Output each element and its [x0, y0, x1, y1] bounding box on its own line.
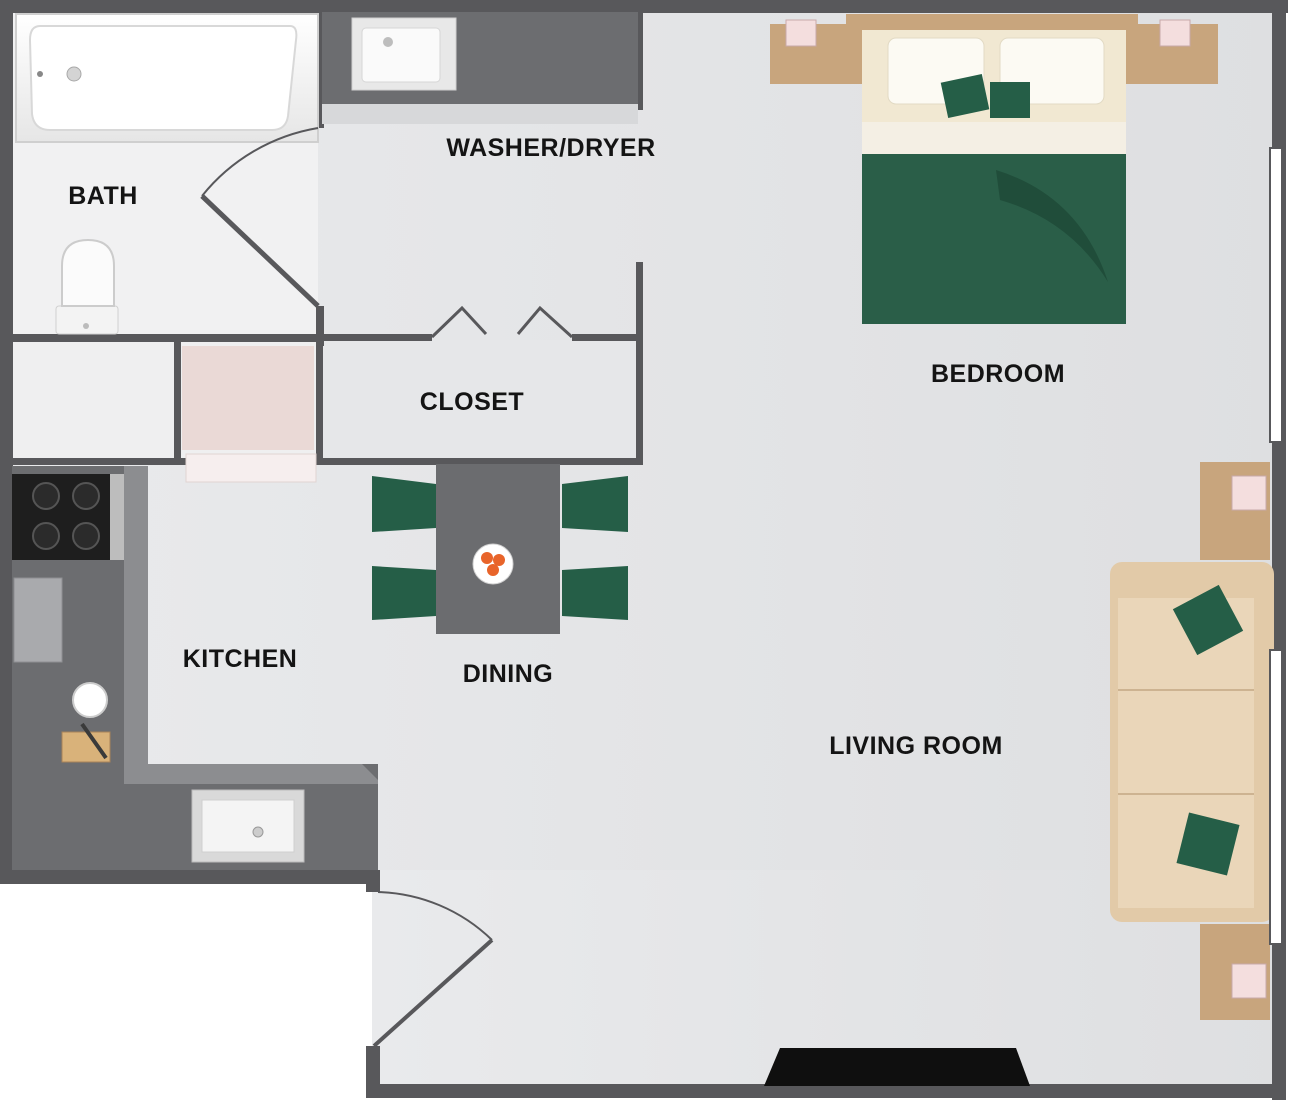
- bath-door-swing: [201, 127, 319, 197]
- toilet-bowl: [61, 238, 115, 307]
- closet-door-right: [516, 305, 574, 339]
- orange-icon: [493, 554, 505, 566]
- label-living-room: LIVING ROOM: [829, 732, 1003, 760]
- lamp-icon: [1231, 963, 1267, 999]
- blanket: [862, 154, 1126, 324]
- burner-icon: [32, 522, 60, 550]
- range-hood: [13, 577, 63, 663]
- closet-door-left: [430, 305, 488, 339]
- label-closet: CLOSET: [420, 388, 524, 416]
- bathtub-faucet: [37, 71, 43, 77]
- interior-walls: [8, 10, 643, 465]
- lamp-icon: [1231, 475, 1267, 511]
- cutting-board-base: [61, 731, 111, 763]
- lamp-icon: [1159, 19, 1191, 47]
- accent-pillow: [1176, 812, 1240, 876]
- chair: [372, 566, 436, 620]
- blanket-fold: [996, 170, 1108, 282]
- wall-top: [0, 0, 1288, 13]
- laundry-area: [322, 12, 638, 124]
- wall-entry-left-bottom: [366, 1046, 380, 1098]
- storage: [182, 346, 317, 483]
- stove-controls: [110, 474, 124, 560]
- wall-kitchen-bottom: [0, 870, 380, 884]
- closet-floor: [322, 340, 636, 458]
- bathtub-basin: [28, 25, 298, 131]
- burner-icon: [72, 522, 100, 550]
- wall-bottom: [366, 1084, 1286, 1098]
- dining-set: [372, 464, 628, 634]
- wall-bath-right-top: [316, 10, 324, 128]
- bedroom-furniture: [770, 14, 1218, 324]
- burner-icon: [32, 482, 60, 510]
- sheet-fold: [862, 122, 1126, 154]
- toilet: [55, 238, 119, 335]
- wall-closet-top-right: [572, 334, 640, 341]
- chair: [562, 566, 628, 620]
- chair: [372, 476, 436, 532]
- label-kitchen: KITCHEN: [183, 645, 298, 673]
- wall-closet-right: [636, 334, 643, 464]
- label-bedroom: BEDROOM: [931, 360, 1065, 388]
- accent-pillow: [990, 82, 1030, 118]
- toilet-tank: [55, 305, 119, 335]
- plate-icon: [72, 682, 108, 718]
- laundry-sink: [361, 27, 441, 83]
- entry-door-swing: [377, 891, 493, 941]
- entry-door: [372, 891, 494, 1048]
- label-washer-dryer: WASHER/DRYER: [446, 134, 655, 162]
- bathtub-drain: [66, 66, 82, 82]
- chair: [562, 476, 628, 532]
- stove-cooktop: [12, 474, 124, 560]
- wall-storage-bottom: [8, 458, 643, 465]
- orange-icon: [487, 564, 499, 576]
- accent-pillow: [1172, 584, 1244, 656]
- living-room-furniture: [764, 462, 1274, 1086]
- dining-chairs: [372, 476, 628, 620]
- windows: [1269, 147, 1283, 945]
- lamp-icon: [785, 19, 817, 47]
- linen-closet-floor: [12, 340, 176, 458]
- washer-dryer-front: [322, 104, 638, 124]
- accent-pillow: [940, 74, 990, 118]
- kitchen-sink: [191, 789, 305, 863]
- wall-left: [0, 0, 13, 884]
- knife-icon: [80, 722, 108, 760]
- wall-closet-top-left: [318, 334, 432, 341]
- laundry-faucet-icon: [383, 37, 393, 47]
- bath-door: [200, 194, 320, 308]
- window-bedroom: [1269, 147, 1283, 443]
- sink-basin: [201, 799, 295, 853]
- kitchen: [12, 466, 378, 870]
- bathroom: [15, 13, 320, 335]
- wall-entry-left-top: [366, 870, 380, 892]
- orange-icon: [481, 552, 493, 564]
- wall-pantry-right: [316, 340, 323, 464]
- entry-door-leaf: [372, 938, 494, 1048]
- label-bath: BATH: [68, 182, 138, 210]
- pantry-unit: [182, 346, 314, 450]
- wall-linen-right: [174, 340, 181, 464]
- wall-bath-bottom: [8, 334, 324, 342]
- wall-laundry-right: [636, 10, 643, 110]
- label-dining: DINING: [463, 660, 554, 688]
- tv-stand: [764, 1048, 1030, 1086]
- wall-closet-right-top: [636, 262, 643, 340]
- burner-icon: [72, 482, 100, 510]
- room-labels: BATH WASHER/DRYER BEDROOM CLOSET KITCHEN…: [68, 134, 1065, 760]
- toilet-button: [83, 323, 89, 329]
- wall-bath-right-bottom: [316, 306, 324, 346]
- pantry-door: [185, 453, 317, 483]
- sink-drain-icon: [252, 826, 264, 838]
- cutting-board: [61, 722, 111, 763]
- closet-bifold-doors: [430, 305, 574, 339]
- window-living-room: [1269, 649, 1283, 945]
